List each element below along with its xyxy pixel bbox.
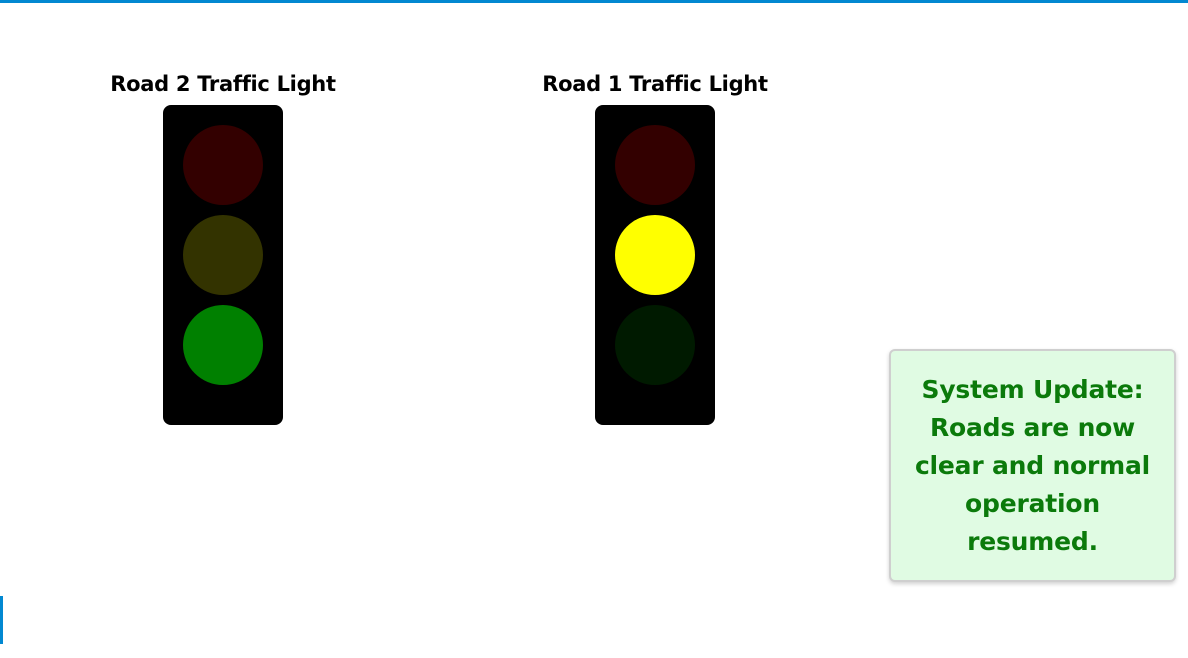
road-2-yellow-lamp xyxy=(183,215,263,295)
road-2-traffic-light-housing xyxy=(163,105,283,425)
road-1-traffic-light-group: Road 1 Traffic Light xyxy=(525,68,785,425)
system-update-message: System Update: Roads are now clear and n… xyxy=(914,374,1151,556)
system-update-notice: System Update: Roads are now clear and n… xyxy=(889,349,1176,582)
road-2-green-lamp xyxy=(183,305,263,385)
road-2-red-lamp xyxy=(183,125,263,205)
road-1-yellow-lamp xyxy=(615,215,695,295)
road-2-traffic-light-group: Road 2 Traffic Light xyxy=(93,68,353,425)
road-1-red-lamp xyxy=(615,125,695,205)
top-accent-bar xyxy=(0,0,1188,3)
left-edge-marker xyxy=(0,596,3,644)
road-1-traffic-light-housing xyxy=(595,105,715,425)
road-2-traffic-light-title: Road 2 Traffic Light xyxy=(110,72,336,96)
road-1-green-lamp xyxy=(615,305,695,385)
road-1-traffic-light-title: Road 1 Traffic Light xyxy=(542,72,768,96)
